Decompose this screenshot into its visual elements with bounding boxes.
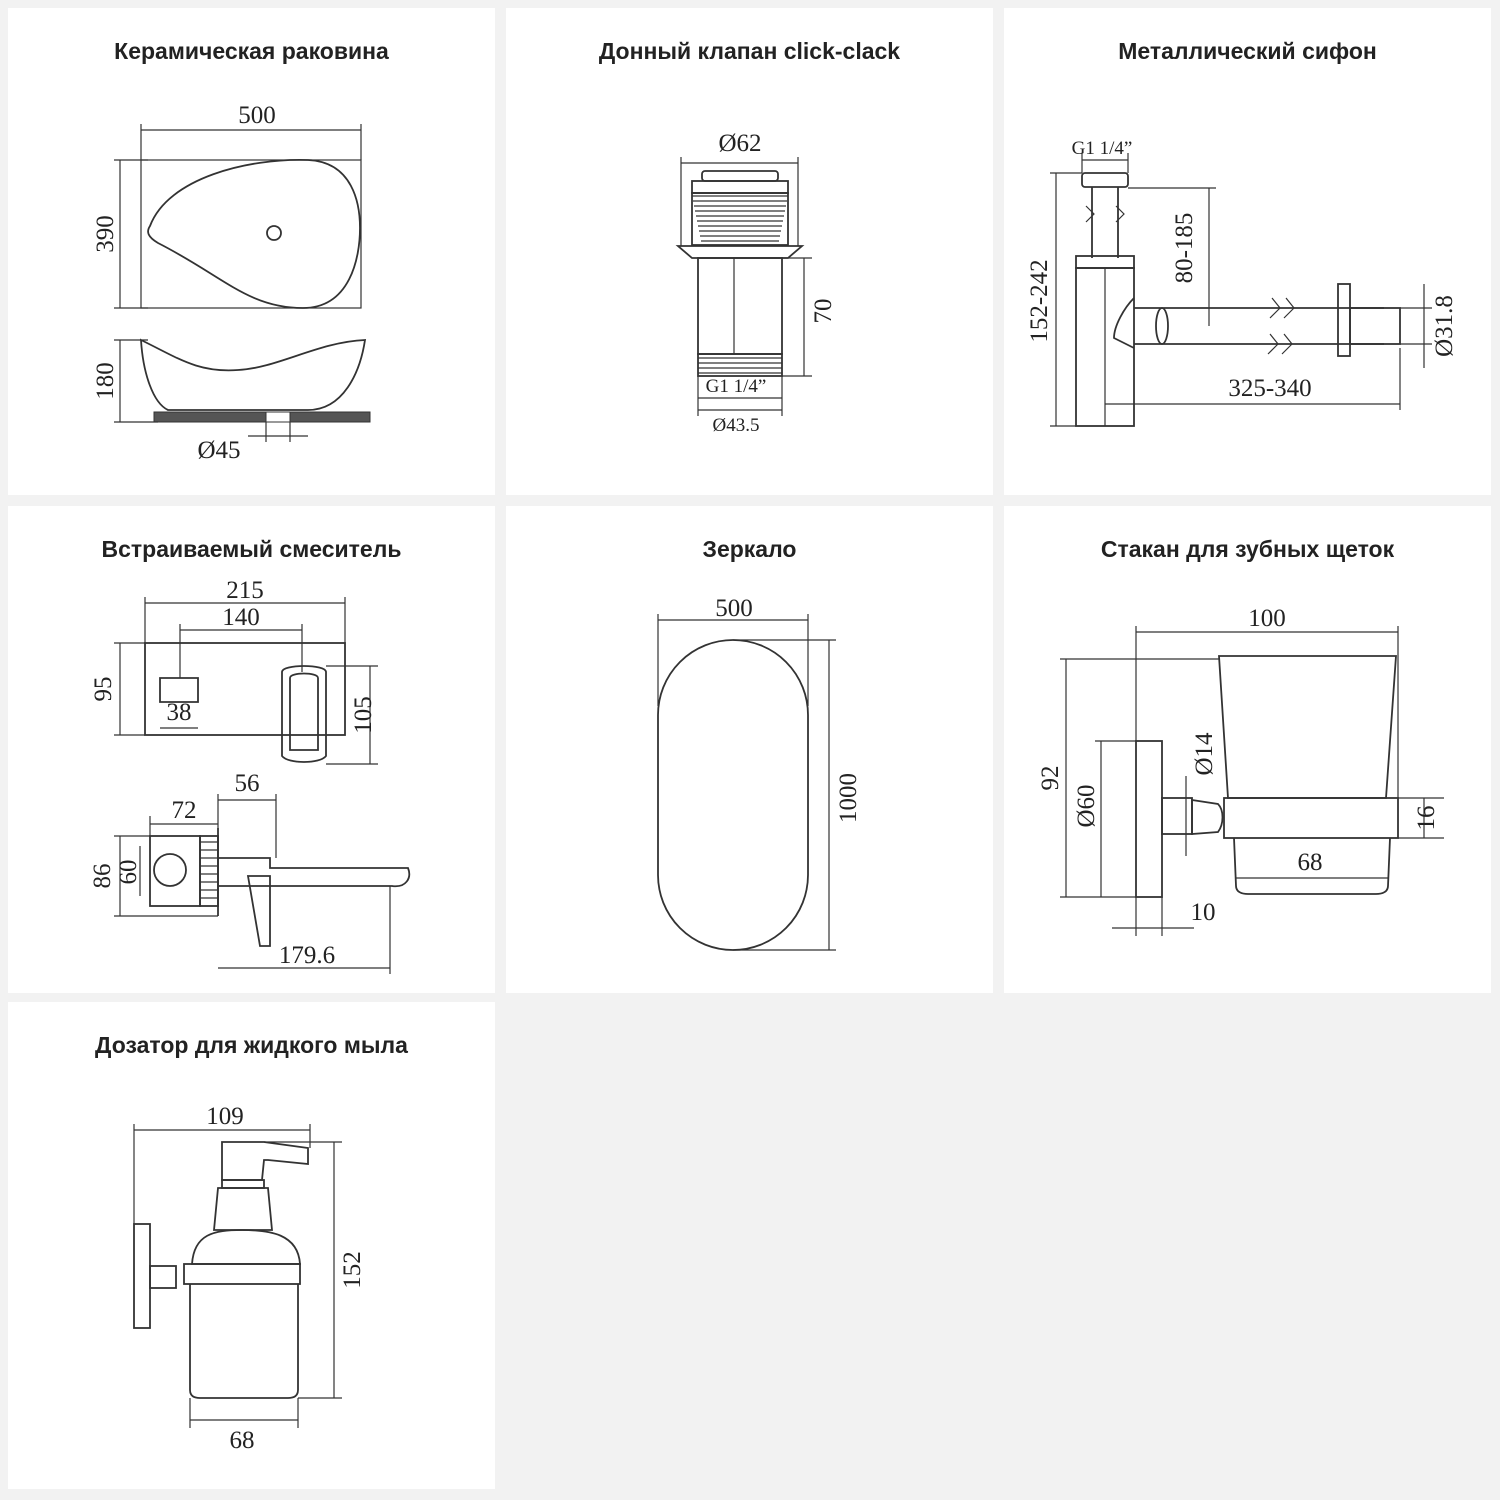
cup-width-label: 100 [1248,605,1286,632]
dispenser-drawing: 109 152 68 [133,1103,366,1454]
mirror-drawing: 500 1000 [657,595,862,951]
sink-depth-label: 390 [92,215,119,253]
sink-drawing: 500 390 180 Ø45 [92,102,371,464]
sink-side-view [140,338,371,423]
mirror-outline [657,639,809,951]
siphon-dimension-lines [1050,153,1432,427]
dispenser-bottle-label: 68 [230,1427,255,1454]
panel-title: Стакан для зубных щеток [1100,536,1395,562]
mixer-side-view [149,828,411,947]
valve-dimension-lines [680,157,812,416]
panel-title: Металлический сифон [1118,38,1377,64]
valve-cap-label: Ø62 [718,130,761,157]
mixer-knob-label: 38 [167,699,192,726]
panel-wall-mixer: Встраиваемый смеситель [8,506,495,993]
siphon-length-label: 325-340 [1228,375,1311,402]
siphon-thread-label: G1 1/4” [1072,138,1133,159]
valve-body-label: Ø43.5 [713,415,760,436]
cup-dimension-lines [1060,626,1444,936]
sink-top-view [140,159,362,309]
sink-drain-label: Ø45 [197,437,240,464]
cup-band-label: 16 [1413,806,1440,831]
sink-dimension-lines [114,124,362,442]
siphon-height-label: 152-242 [1026,259,1053,342]
cup-body [1135,655,1399,898]
panel-title: Донный клапан click-clack [598,38,901,64]
panel-drain-valve: Донный клапан click-clack [506,8,993,495]
mixer-depth-b-label: 72 [172,797,197,824]
dispenser-body [133,1141,309,1399]
valve-thread-label: G1 1/4” [706,376,767,397]
mixer-lever-height-label: 105 [350,696,377,734]
panel-title: Встраиваемый смеситель [101,536,402,562]
panel-title: Дозатор для жидкого мыла [95,1032,408,1058]
cup-bottom-label: 68 [1298,849,1323,876]
mixer-plate-width-label: 215 [226,577,264,604]
mixer-plate-height-label: 95 [90,677,117,702]
valve-drawing: Ø62 70 G1 1/4” Ø43.5 [675,130,837,436]
mixer-front-view [144,642,346,763]
valve-length-label: 70 [810,299,837,324]
siphon-pipe-diameter-label: Ø31.8 [1431,295,1458,357]
siphon-pipe-range-label: 80-185 [1171,213,1198,284]
sink-width-label: 500 [238,102,276,129]
panel-title: Зеркало [702,536,797,562]
cup-height-label: 92 [1037,766,1064,791]
sink-height-label: 180 [92,362,119,400]
mixer-depth-a-label: 56 [235,770,260,797]
panel-metal-siphon: Металлический сифон [1004,8,1491,495]
mixer-spout-label: 179.6 [279,942,335,969]
siphon-body [1075,172,1401,427]
mixer-axis-label: 140 [222,604,260,631]
mirror-width-label: 500 [715,595,753,622]
mixer-body-height-label: 86 [89,864,116,889]
mixer-dimension-lines [114,597,391,974]
cup-drawing: 100 92 Ø60 Ø14 16 68 10 [1037,605,1444,936]
cup-holder-label: Ø14 [1191,732,1218,776]
panel-title: Керамическая раковина [114,38,389,64]
mixer-drawing: 215 140 95 38 105 56 72 86 60 179.6 [89,577,411,974]
dispenser-width-label: 109 [206,1103,244,1130]
panel-ceramic-sink: Керамическая раковина 500 390 [8,8,495,495]
panel-soap-dispenser: Дозатор для жидкого мыла 109 152 68 [8,1002,495,1489]
panel-mirror: Зеркало 500 1000 [506,506,993,993]
mixer-body-diameter-label: 60 [115,860,142,885]
mirror-height-label: 1000 [835,773,862,823]
cup-offset-label: 10 [1191,899,1216,926]
dispenser-height-label: 152 [339,1251,366,1289]
panel-toothbrush-cup: Стакан для зубных щеток [1004,506,1491,993]
mirror-dimension-lines [657,614,836,951]
valve-body [675,170,805,377]
dispenser-dimension-lines [133,1124,342,1428]
cup-flange-label: Ø60 [1073,784,1100,827]
siphon-drawing: G1 1/4” 152-242 80-185 325-340 Ø31.8 [1026,138,1458,427]
